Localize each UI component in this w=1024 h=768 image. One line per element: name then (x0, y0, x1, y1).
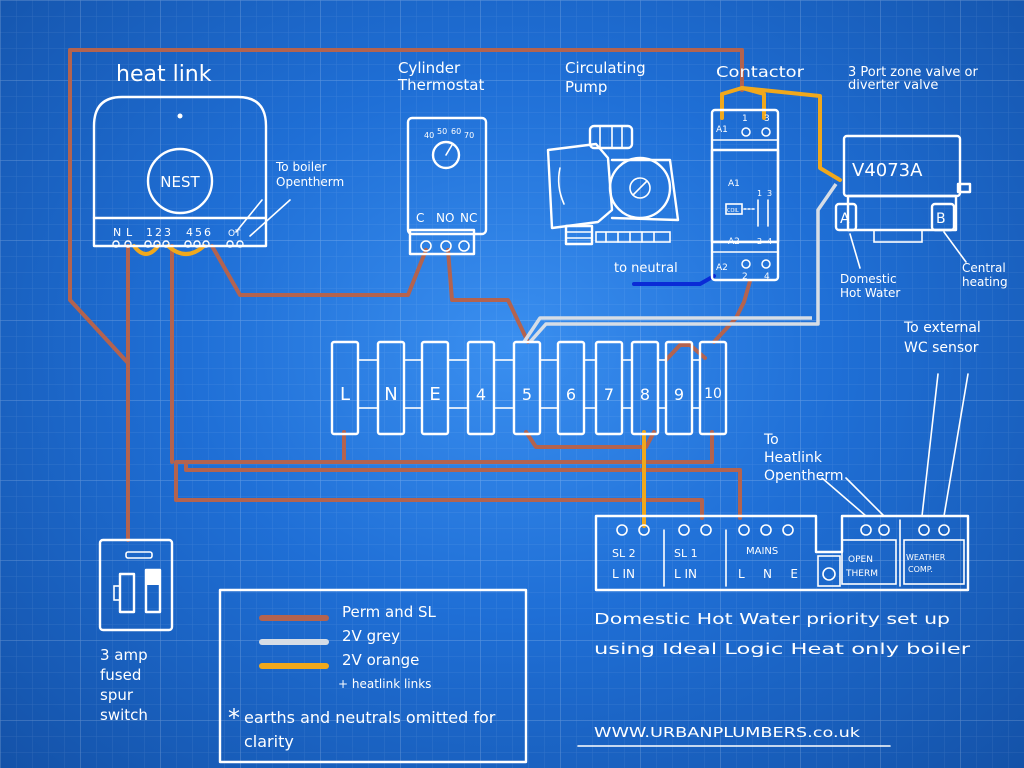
zone-valve: V4073A A B (834, 134, 972, 243)
heatlink-terminal-labels: N L 1 2 3 4 5 6 OT (113, 226, 241, 239)
svg-text:MAINS: MAINS (746, 546, 778, 557)
svg-text:C: C (416, 211, 424, 225)
svg-text:COIL: COIL (727, 208, 739, 214)
svg-text:7: 7 (604, 385, 614, 404)
heatlink-screws (112, 240, 244, 248)
legend-label-perm: Perm and SL (342, 603, 437, 621)
svg-text:2: 2 (155, 226, 162, 239)
contactor-title: Contactor (716, 63, 805, 81)
legend: Perm and SL 2V grey 2V orange + heatlink… (218, 588, 528, 764)
caption-line-1: Domestic Hot Water priority set up (594, 610, 950, 628)
thermostat-dial (431, 140, 461, 170)
svg-text:A: A (840, 211, 850, 227)
neutral-note: to neutral (614, 261, 678, 276)
svg-text:10: 10 (704, 386, 722, 402)
svg-text:NO: NO (436, 211, 454, 225)
svg-text:1: 1 (757, 189, 762, 198)
svg-text:3: 3 (767, 189, 772, 198)
svg-text:A1: A1 (716, 125, 728, 135)
svg-text:COMP.: COMP. (908, 565, 933, 574)
svg-text:8: 8 (640, 385, 650, 404)
legend-note: earths and neutrals omitted for clarity (244, 708, 496, 751)
sensor-wires (235, 199, 969, 517)
grey-wire-2 (528, 183, 838, 344)
svg-text:3: 3 (764, 114, 770, 124)
svg-text:L IN: L IN (674, 567, 697, 581)
nest-dial (146, 147, 214, 215)
svg-text:N: N (384, 384, 397, 405)
legend-asterisk: * (228, 704, 240, 732)
svg-text:A2: A2 (728, 237, 740, 247)
orange-wires (132, 86, 842, 528)
svg-text:N: N (113, 226, 121, 239)
website-url: WWW.URBANPLUMBERS.co.uk (594, 726, 861, 741)
svg-text:A1: A1 (728, 179, 740, 189)
legend-note-box: earths and neutrals omitted for clarity (244, 708, 496, 751)
svg-text:50: 50 (437, 127, 447, 136)
valve-model: V4073A (852, 160, 923, 181)
svg-text:B: B (936, 211, 946, 227)
heatlink-brand: NEST (160, 173, 200, 191)
svg-text:4: 4 (767, 237, 772, 246)
svg-text:70: 70 (464, 131, 474, 140)
svg-text:WEATHER: WEATHER (906, 553, 946, 562)
svg-text:OPEN: OPEN (848, 555, 873, 565)
svg-text:E: E (429, 384, 440, 405)
svg-text:1: 1 (742, 114, 748, 124)
svg-text:SL 2: SL 2 (612, 547, 636, 560)
contactor: A1 1 3 A1 1 3 COIL A2 2 4 A2 2 4 (710, 108, 780, 282)
svg-text:6: 6 (204, 226, 211, 239)
svg-text:THERM: THERM (845, 569, 878, 579)
heatlink-title: heat link (116, 62, 212, 87)
svg-text:5: 5 (195, 226, 202, 239)
svg-text:4: 4 (764, 272, 770, 282)
terminal-block: L N E 4 5 6 7 8 9 10 (330, 340, 728, 436)
grey-wire-1 (522, 316, 812, 343)
caption-line-2: using Ideal Logic Heat only boiler (594, 640, 971, 658)
svg-text:1: 1 (146, 226, 153, 239)
svg-text:L: L (126, 226, 133, 239)
svg-text:2: 2 (742, 272, 748, 282)
svg-text:4: 4 (186, 226, 193, 239)
legend-sub: + heatlink links (338, 677, 431, 691)
svg-text:A2: A2 (716, 263, 728, 273)
svg-text:5: 5 (522, 385, 532, 404)
perm-wires (68, 48, 752, 542)
svg-text:40: 40 (424, 131, 434, 140)
cylinder-thermostat: 40 50 60 70 C NO NC (406, 116, 488, 256)
legend-label-grey: 2V grey (342, 627, 400, 645)
svg-text:60: 60 (451, 127, 461, 136)
legend-label-orange: 2V orange (342, 651, 419, 669)
neutral-wire (632, 274, 716, 286)
fused-spur-switch (98, 538, 174, 632)
svg-text:L N E: L N E (738, 567, 798, 581)
svg-text:L: L (340, 384, 350, 405)
svg-text:NC: NC (460, 211, 477, 225)
circulating-pump (546, 124, 680, 246)
svg-text:OT: OT (228, 229, 241, 239)
svg-text:L IN: L IN (612, 567, 635, 581)
svg-text:2: 2 (757, 237, 762, 246)
svg-text:4: 4 (476, 385, 486, 404)
svg-text:3: 3 (164, 226, 171, 239)
svg-text:6: 6 (566, 385, 576, 404)
svg-text:SL 1: SL 1 (674, 547, 698, 560)
boiler-terminals: SL 2 L IN SL 1 L IN MAINS L N E OPEN THE… (594, 514, 970, 592)
heatlink-unit: NEST N L 1 2 3 4 5 6 OT (92, 95, 268, 248)
svg-text:9: 9 (674, 385, 684, 404)
